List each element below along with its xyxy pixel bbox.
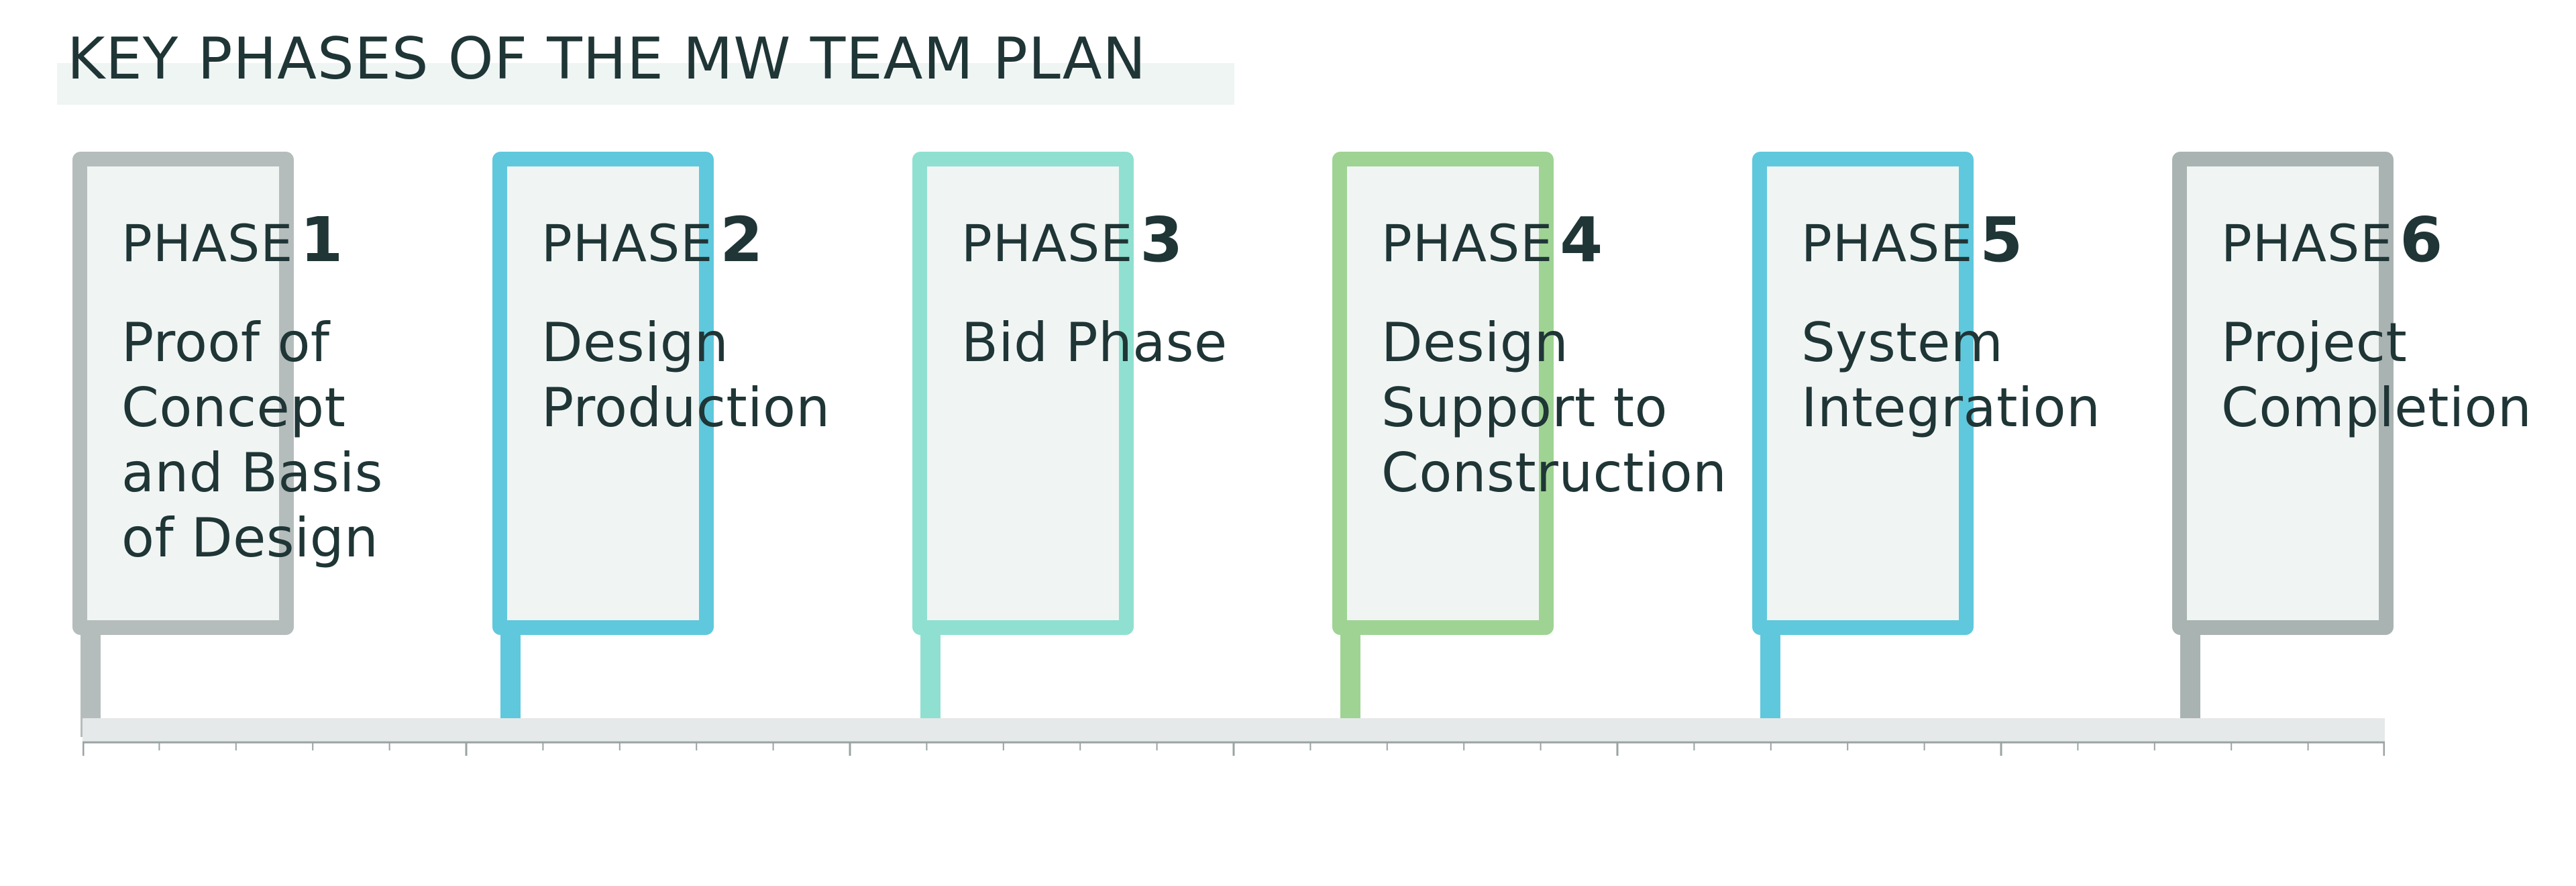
phase-label: PHASE — [1381, 213, 1554, 273]
phase-number: 6 — [2400, 204, 2443, 276]
phase-frame — [2172, 152, 2394, 635]
phase-name: Design Production — [541, 311, 830, 439]
phase-frame — [912, 152, 1134, 635]
timeline-band — [83, 718, 2385, 742]
phase-frame — [72, 152, 294, 635]
timeline-ruler — [83, 741, 2385, 756]
phase-number: 1 — [300, 204, 343, 276]
phase-name: Design Support to Construction — [1381, 311, 1727, 504]
phase-label: PHASE — [121, 213, 294, 273]
phase-name: Bid Phase — [961, 311, 1228, 374]
page-title: KEY PHASES OF THE MW TEAM PLAN — [67, 26, 1146, 93]
phase-number: 4 — [1560, 204, 1603, 276]
phase-number: 5 — [1980, 204, 2023, 276]
title-highlight-band — [57, 63, 1234, 105]
phase-label: PHASE — [961, 213, 1134, 273]
phase-frame — [492, 152, 714, 635]
phase-frame — [1332, 152, 1554, 635]
phase-label: PHASE — [2221, 213, 2394, 273]
phase-number: 3 — [1140, 204, 1183, 276]
phase-number: 2 — [720, 204, 763, 276]
phase-name: Project Completion — [2221, 311, 2532, 439]
phase-label: PHASE — [1801, 213, 1974, 273]
phase-label: PHASE — [541, 213, 714, 273]
phase-frame — [1752, 152, 1974, 635]
phase-name: Proof of Concept and Basis of Design — [121, 311, 383, 569]
phase-name: System Integration — [1801, 311, 2101, 439]
